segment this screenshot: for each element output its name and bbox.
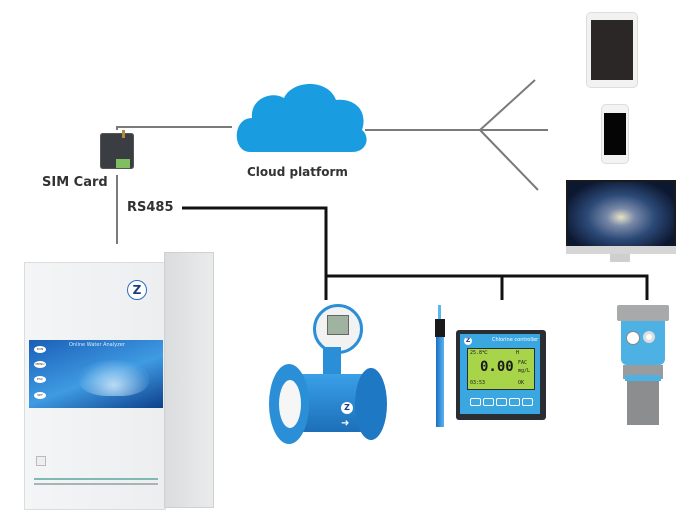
tablet-device[interactable] (586, 12, 638, 88)
sensor-gland-right (643, 331, 655, 343)
panel-button-set[interactable]: SET (34, 392, 46, 399)
water-splash (79, 360, 149, 396)
panel-button-run[interactable]: RUN (34, 346, 46, 353)
tablet-screen (591, 20, 633, 80)
cabinet-side (164, 252, 214, 508)
controller-button-3[interactable] (496, 398, 507, 406)
gateway-to-cloud-line (116, 126, 232, 130)
panel-title: Online Water Analyzer (69, 342, 125, 348)
antenna-icon (122, 130, 125, 138)
panel-button-menu[interactable]: MENU (34, 361, 46, 368)
controller-button-1[interactable] (470, 398, 481, 406)
probe-body (436, 337, 444, 427)
flowmeter-logo-icon: Z (341, 402, 353, 414)
brand-logo-icon: Z (127, 280, 147, 300)
controller-button-4[interactable] (509, 398, 520, 406)
lcd-unit-mgl: mg/L (518, 368, 531, 374)
rs485-bus-line (182, 206, 328, 300)
hub-to-tablet-line (479, 79, 536, 131)
lcd-temperature: 25.8℃ (470, 350, 488, 356)
lcd-status: OK (518, 380, 525, 386)
flowmeter-flange-right (355, 368, 387, 440)
sensor-collar (625, 375, 661, 381)
chlorine-probe[interactable] (433, 305, 447, 435)
probe-cap (435, 319, 445, 337)
desktop-chin (566, 246, 676, 254)
cabinet-stripe-teal (34, 478, 158, 480)
lcd-main-value: 0.00 (480, 359, 514, 375)
rs485-branch-line (326, 274, 649, 300)
flow-direction-arrow-icon: ➜ (341, 418, 350, 429)
lcd-flag: H (516, 350, 520, 356)
phone-device[interactable] (601, 104, 629, 164)
hub-to-desktop-line (479, 129, 539, 191)
terminal-block (116, 159, 130, 168)
sensor-transducer (627, 381, 659, 425)
desktop-computer[interactable] (566, 180, 676, 264)
lcd-unit-fac: FAC (518, 360, 528, 366)
controller-title: Chlorine controller (492, 337, 539, 343)
desktop-stand (610, 254, 630, 262)
cloud-platform-label: Cloud platform (247, 165, 348, 179)
electromagnetic-flowmeter[interactable]: Z ➜ (265, 302, 395, 452)
cabinet-stripe-grey (34, 483, 158, 485)
controller-button-5[interactable] (522, 398, 533, 406)
cabinet-lock-icon[interactable] (36, 456, 46, 466)
controller-logo-icon: Z (464, 337, 472, 345)
water-analyzer-cabinet[interactable]: Z Online Water Analyzer RUN MENU ESC SET (24, 252, 214, 510)
flowmeter-neck (323, 347, 341, 377)
controller-lcd: 25.8℃ H 0.00 FAC mg/L 03:53 OK (467, 348, 535, 390)
controller-button-2[interactable] (483, 398, 494, 406)
lcd-time: 03:53 (470, 380, 486, 386)
chlorine-controller[interactable]: Z Chlorine controller 25.8℃ H 0.00 FAC m… (456, 330, 546, 420)
desktop-screen (566, 180, 676, 248)
rs485-label: RS485 (127, 200, 174, 215)
sensor-cap (617, 305, 669, 321)
flowmeter-lcd (327, 315, 349, 335)
phone-screen (604, 113, 626, 155)
analyzer-display-panel: Online Water Analyzer RUN MENU ESC SET (29, 340, 163, 408)
probe-cable (438, 305, 441, 319)
flowmeter-liner (279, 380, 301, 428)
sensor-gland-left (626, 331, 640, 345)
panel-button-esc[interactable]: ESC (34, 376, 46, 383)
ultrasonic-level-sensor[interactable] (615, 305, 675, 425)
sim-gateway-device[interactable] (100, 130, 134, 169)
sim-card-label: SIM Card (42, 175, 108, 190)
